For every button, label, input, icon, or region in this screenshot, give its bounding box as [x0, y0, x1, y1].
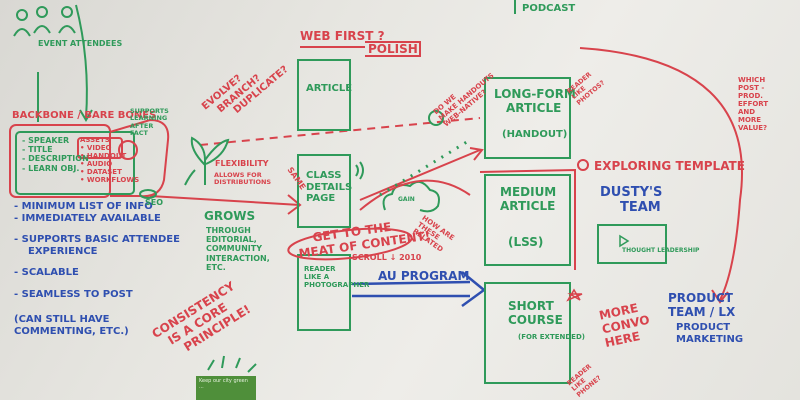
assets-list: ASSETS • VIDEO • HANDOUT • AUDIO • DATAS… — [80, 136, 139, 184]
list-item: - SUPPORTS BASIC ATTENDEE — [14, 234, 180, 245]
note-line: MARKETING — [676, 333, 744, 345]
note-line: MEDIUM — [500, 185, 557, 199]
reader-box-label: READER LIKE A PHOTOGRAPHER — [304, 265, 369, 289]
note-line: THROUGH — [206, 226, 251, 235]
allows-for-note: ALLOWS FOR DISTRIBUTIONS — [214, 171, 272, 187]
grows-label: GROWS — [204, 209, 256, 223]
which-post-note: WHICH POST - PROD. EFFORT AND MORE VALUE… — [738, 76, 768, 132]
cloud-label: GAIN — [398, 196, 415, 203]
product-team-label: PRODUCT TEAM / LX — [668, 291, 736, 320]
note-line: FACT — [130, 129, 148, 138]
note-line: COMMUNITY — [206, 244, 263, 254]
polish-label: POLISH — [368, 42, 418, 56]
thought-leadership-label: THOUGHT LEADERSHIP — [622, 247, 700, 254]
note-line: ALLOWS FOR — [214, 171, 262, 179]
dustys-team-label: DUSTY'S TEAM — [600, 185, 663, 216]
people-icon — [13, 6, 76, 37]
backbone-item: - LEARN OBJ. — [22, 163, 80, 173]
list-item: COMMENTING, ETC.) — [14, 325, 129, 337]
list-item: - IMMEDIATELY AVAILABLE — [14, 212, 161, 224]
note-line: TEAM / LX — [668, 304, 736, 319]
note-line: CLASS — [306, 170, 342, 181]
note-line: AND — [738, 108, 756, 117]
au-program-label: AU PROGRAM — [378, 269, 470, 283]
note-line: PAGE — [306, 193, 336, 204]
assets-title: ASSETS — [80, 136, 110, 144]
note-line: PROD. — [738, 92, 763, 101]
note-line: PRODUCT — [676, 322, 731, 333]
note-line: ETC. — [206, 262, 226, 272]
asset-item: • HANDOUT — [80, 152, 127, 161]
backbone-item: - DESCRIPTION — [22, 154, 89, 164]
asset-item: • WORKFLOWS — [80, 176, 140, 185]
article-box-label: ARTICLE — [306, 83, 353, 94]
poster-text: Keep our city green ... — [199, 378, 248, 390]
note-line: DETAILS — [306, 181, 353, 193]
backbone-items: - SPEAKER - TITLE - DESCRIPTION - LEARN … — [22, 136, 89, 173]
note-line: POST - — [738, 84, 765, 93]
note-line: PHOTOGRAPHER — [304, 281, 370, 290]
list-item: - MINIMUM LIST OF INFO — [14, 201, 153, 212]
backbone-title: BACKBONE / BARE BONES — [12, 110, 157, 121]
for-extended-label: (FOR EXTENDED) — [518, 333, 585, 341]
scroll-note: SCROLL ↓ 2010 — [352, 253, 422, 262]
note-line: EDITORIAL, — [206, 235, 257, 245]
note-line: SUPPORTS — [130, 107, 169, 115]
note-line: WHICH — [738, 76, 766, 84]
note-line: EFFORT — [738, 100, 769, 109]
note-line: DUSTY'S — [600, 185, 663, 200]
note-line: LIKE A — [304, 273, 330, 282]
exploring-template-label: EXPLORING TEMPLATE — [594, 159, 745, 173]
sprout-icon — [184, 136, 230, 186]
backbone-item: - TITLE — [22, 145, 53, 155]
list-item: - SEAMLESS TO POST — [14, 288, 133, 300]
seo-label: SEO — [145, 198, 164, 207]
list-item: - SCALABLE — [14, 267, 79, 278]
handout-label: (HANDOUT) — [502, 129, 568, 140]
note-line: AFTER — [130, 121, 154, 130]
note-line: MORE — [738, 116, 762, 125]
class-details-label: CLASS DETAILS PAGE — [306, 170, 352, 205]
podcast-label: PODCAST — [522, 3, 576, 14]
note-line: PRODUCT — [668, 291, 733, 305]
grows-through-note: THROUGH EDITORIAL, COMMUNITY INTERACTION… — [206, 226, 270, 272]
note-line: READER — [304, 265, 336, 273]
supports-learning: SUPPORTS LEARNING AFTER FACT — [130, 107, 169, 138]
note-line: LONG-FORM — [494, 87, 576, 101]
note-line: ARTICLE — [506, 100, 562, 115]
note-line: ... — [199, 384, 204, 390]
lamp-icon — [207, 355, 257, 373]
long-form-label: LONG-FORM ARTICLE — [494, 87, 576, 116]
note-line: COURSE — [508, 312, 563, 327]
product-marketing-label: PRODUCT MARKETING — [676, 322, 743, 345]
note-line: Keep our city green — [199, 378, 248, 384]
list-item: (CAN STILL HAVE — [14, 314, 110, 325]
poster: Keep our city green ... — [196, 376, 256, 400]
backbone-item: - SPEAKER — [22, 136, 70, 145]
list-item: EXPERIENCE — [28, 245, 98, 257]
note-line: INTERACTION, — [206, 253, 270, 263]
note-line: ARTICLE — [500, 198, 556, 213]
asset-item: • VIDEO — [80, 144, 112, 153]
asset-item: • AUDIO — [80, 160, 113, 169]
short-course-label: SHORT COURSE — [508, 299, 563, 328]
asset-item: • DATASET — [80, 168, 122, 177]
web-first-label: WEB FIRST ? — [300, 29, 385, 43]
event-attendees-label: EVENT ATTENDEES — [38, 39, 123, 48]
note-line: VALUE? — [738, 124, 768, 133]
note-line: SHORT — [508, 299, 554, 313]
note-line: LEARNING — [130, 114, 168, 123]
lss-label: (LSS) — [508, 235, 544, 249]
requirements-list: - MINIMUM LIST OF INFO - IMMEDIATELY AVA… — [14, 201, 180, 337]
note-line: TEAM — [620, 199, 661, 215]
medium-label: MEDIUM ARTICLE — [500, 185, 557, 214]
note-line: DISTRIBUTIONS — [214, 178, 272, 187]
flexibility-label: FLEXIBILITY — [215, 159, 269, 168]
